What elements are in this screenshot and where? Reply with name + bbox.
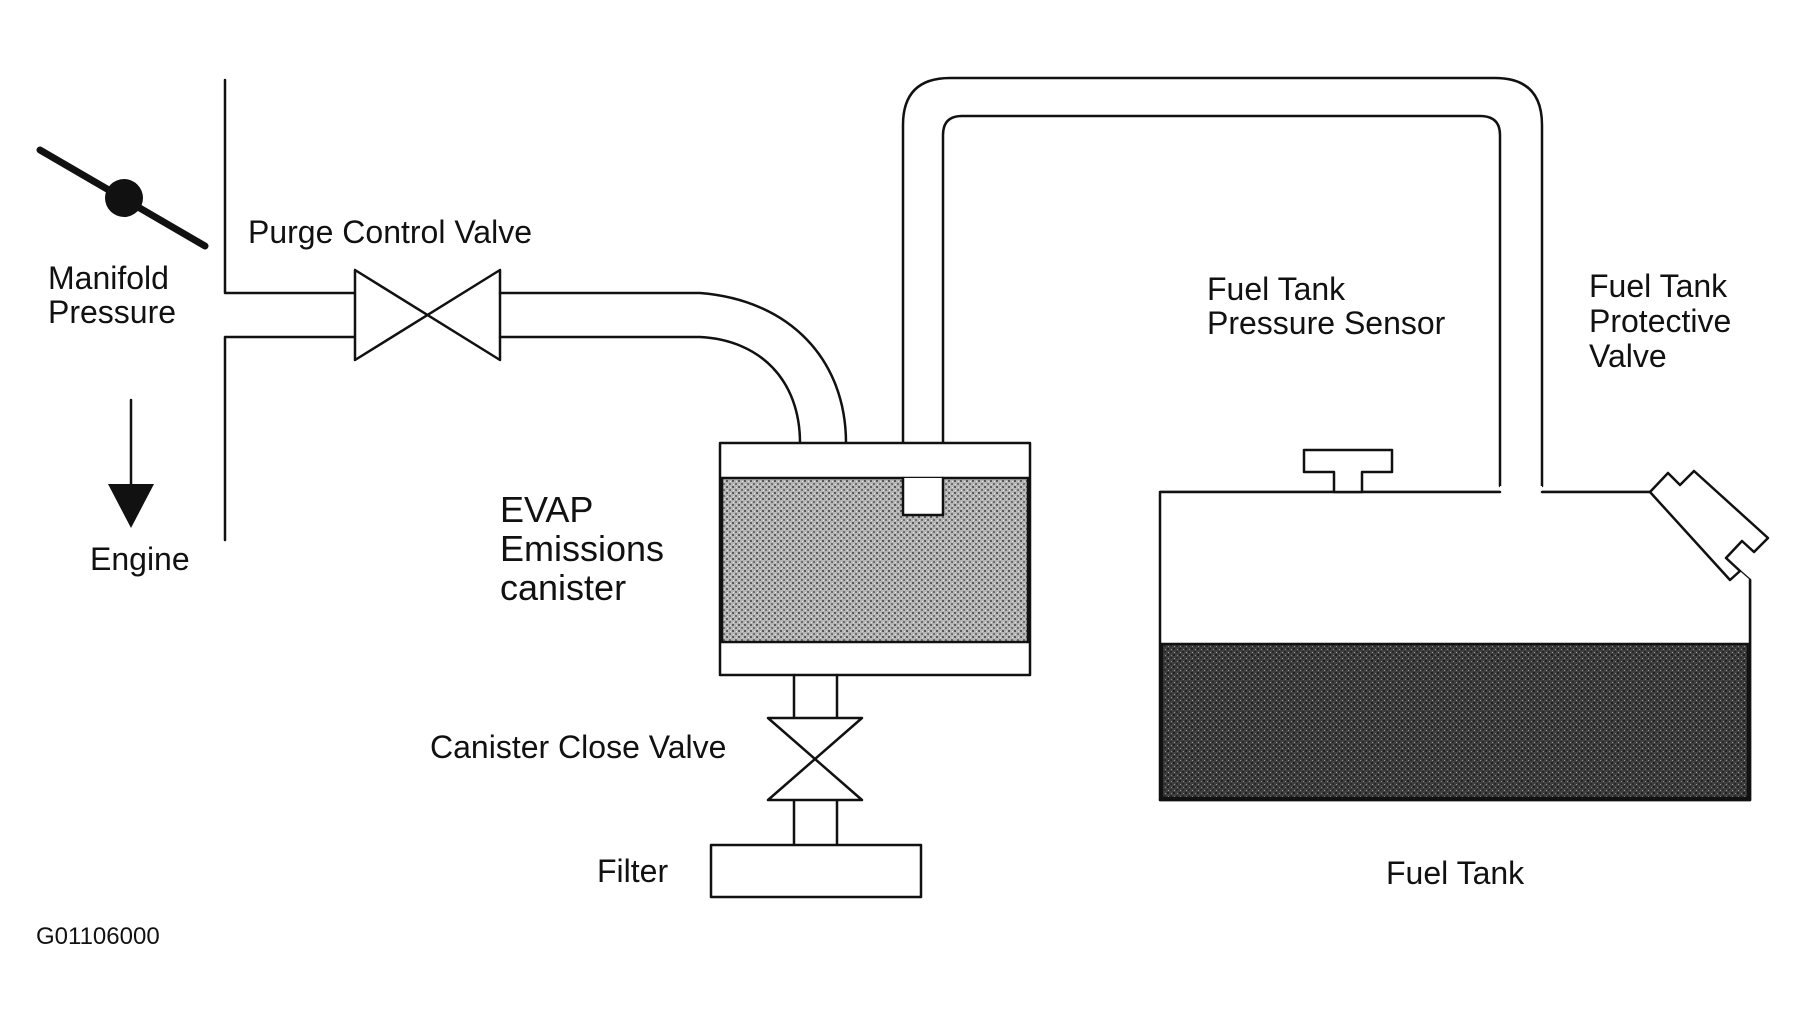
evap-label-3: canister: [500, 567, 626, 608]
evap-label-1: EVAP: [500, 489, 593, 530]
throttle-plate-icon: [36, 146, 209, 250]
intake-manifold: [223, 78, 357, 542]
evap-canister: [718, 441, 1032, 677]
purge-control-valve-label: Purge Control Valve: [248, 214, 532, 250]
pressure-sensor-label-2: Pressure Sensor: [1207, 305, 1446, 341]
protective-valve-label-2: Protective: [1589, 303, 1731, 339]
protective-valve-icon: [1648, 469, 1770, 582]
purge-control-valve-icon: [353, 268, 502, 362]
filter-box: [709, 843, 923, 899]
fuel-tank-label: Fuel Tank: [1386, 855, 1525, 891]
manifold-pressure-label-1: Manifold: [48, 260, 169, 296]
vapor-line: [901, 76, 1544, 517]
fuel-tank: [1158, 486, 1752, 802]
canister-close-valve-label: Canister Close Valve: [430, 729, 726, 765]
figure-id-label: G01106000: [36, 923, 160, 950]
filter-label: Filter: [597, 853, 668, 889]
protective-valve-label-3: Valve: [1589, 338, 1667, 374]
manifold-pressure-label-2: Pressure: [48, 294, 176, 330]
pressure-sensor-icon: [1302, 448, 1394, 494]
purge-hose: [498, 291, 848, 445]
engine-label: Engine: [90, 541, 190, 577]
evap-label-2: Emissions: [500, 528, 664, 569]
canister-close-valve-icon: [766, 716, 864, 802]
canister-vent-pipe: [792, 673, 839, 847]
pressure-sensor-label-1: Fuel Tank: [1207, 271, 1346, 307]
protective-valve-label-1: Fuel Tank: [1589, 268, 1728, 304]
engine-arrow-icon: [108, 398, 154, 528]
